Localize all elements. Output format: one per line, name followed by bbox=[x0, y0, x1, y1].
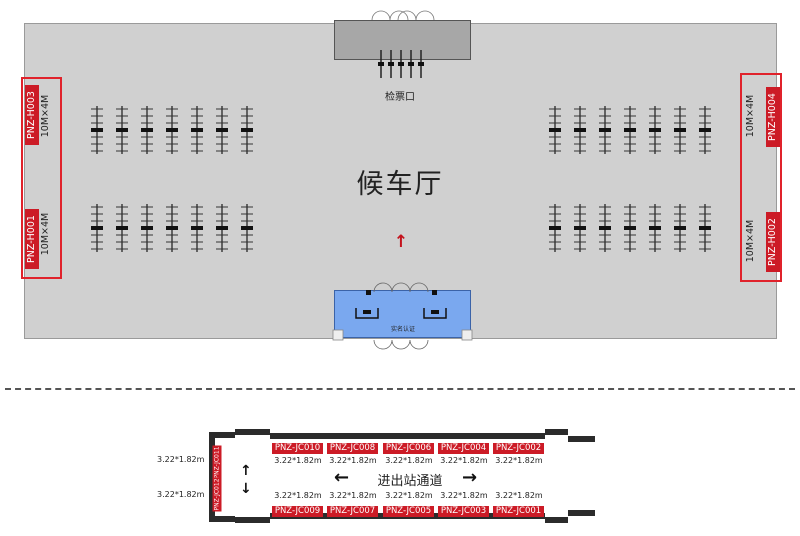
top-size-2: 3.22*1.82m bbox=[329, 456, 377, 465]
bottom-size-3: 3.22*1.82m bbox=[385, 491, 433, 500]
corridor-tag-jc005: PNZ-JC005 bbox=[383, 506, 434, 517]
corridor-tag-jc012: PNZ-JC012 bbox=[212, 477, 222, 512]
corridor-tag-jc011: PNZ-JC011 bbox=[212, 445, 222, 480]
section-divider bbox=[5, 388, 795, 390]
gate-label: 检票口 bbox=[385, 92, 415, 103]
top-size-3: 3.22*1.82m bbox=[385, 456, 433, 465]
corridor-tag-jc006: PNZ-JC006 bbox=[383, 443, 434, 454]
corridor-tag-jc002: PNZ-JC002 bbox=[493, 443, 544, 454]
top-size-4: 3.22*1.82m bbox=[440, 456, 488, 465]
corridor-tag-jc008: PNZ-JC008 bbox=[327, 443, 378, 454]
hall-title: 候车厅 bbox=[356, 169, 444, 200]
corridor-tag-jc003: PNZ-JC003 bbox=[438, 506, 489, 517]
bottom-size-2: 3.22*1.82m bbox=[329, 491, 377, 500]
arrow-up-icon: ↑ bbox=[240, 463, 252, 479]
gate-turnstiles bbox=[371, 10, 435, 78]
side-size-top: 3.22*1.82m bbox=[157, 455, 205, 464]
ad-frame-left bbox=[21, 77, 62, 279]
arrow-left-icon: ← bbox=[334, 467, 350, 488]
top-size-5: 3.22*1.82m bbox=[495, 456, 543, 465]
arrow-right-icon: → bbox=[462, 467, 478, 488]
ad-frame-right bbox=[740, 73, 782, 282]
bottom-size-4: 3.22*1.82m bbox=[440, 491, 488, 500]
corridor-tag-jc007: PNZ-JC007 bbox=[327, 506, 378, 517]
arrow-down-icon: ↓ bbox=[240, 481, 252, 497]
id-check-doors bbox=[332, 282, 473, 350]
corridor-tag-jc004: PNZ-JC004 bbox=[438, 443, 489, 454]
bottom-size-1: 3.22*1.82m bbox=[274, 491, 322, 500]
id-check-label: 实名认证 bbox=[390, 326, 415, 333]
corridor-title: 进出站通道 bbox=[377, 474, 443, 489]
corridor-tag-jc010: PNZ-JC010 bbox=[272, 443, 323, 454]
corridor-tag-jc009: PNZ-JC009 bbox=[272, 506, 323, 517]
corridor-tag-jc001: PNZ-JC001 bbox=[493, 506, 544, 517]
bottom-size-5: 3.22*1.82m bbox=[495, 491, 543, 500]
ticket-gate-area bbox=[334, 20, 471, 60]
side-size-bottom: 3.22*1.82m bbox=[157, 490, 205, 499]
id-check-area bbox=[334, 290, 471, 338]
entry-arrow-icon: ↑ bbox=[393, 232, 409, 252]
top-size-1: 3.22*1.82m bbox=[274, 456, 322, 465]
